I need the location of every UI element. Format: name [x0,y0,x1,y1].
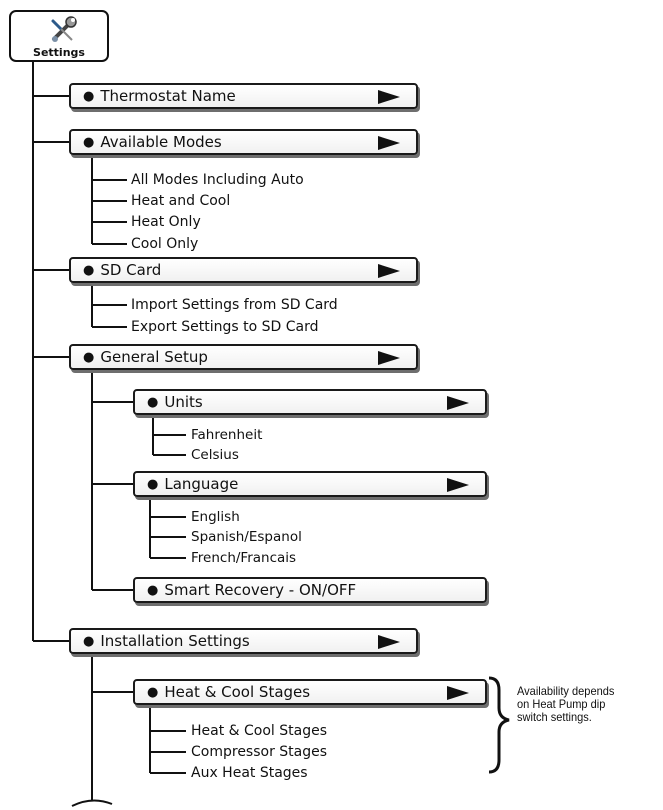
smart-recovery-button[interactable]: ● Smart Recovery - ON/OFF [133,577,487,603]
installation-settings-label: Installation Settings [100,631,250,650]
bullet: ● [147,476,159,492]
general-setup-label: General Setup [100,347,208,366]
bullet: ● [83,134,95,150]
heat-cool-stages-button[interactable]: ● Heat & Cool Stages [133,679,487,705]
bullet: ● [147,684,159,700]
wrench-screwdriver-icon [51,16,77,42]
stages-option-aux-heat[interactable]: Aux Heat Stages [191,765,308,781]
language-option-english[interactable]: English [191,509,240,525]
note-line-2: on Heat Pump dip [517,697,606,711]
language-label: Language [164,474,239,493]
bullet: ● [147,394,159,410]
note-line-1: Availability depends [517,684,615,698]
sd-card-label: SD Card [100,260,162,279]
play-arrow-icon [378,136,400,150]
note-line-3: switch settings. [517,710,592,724]
settings-root-box[interactable]: Settings [9,10,109,62]
play-arrow-icon [447,478,469,492]
mode-option-heat-cool[interactable]: Heat and Cool [131,193,231,209]
available-modes-button[interactable]: ● Available Modes [69,129,418,155]
availability-note: Availability depends on Heat Pump dip sw… [517,685,614,724]
mode-option-heat[interactable]: Heat Only [131,214,201,230]
play-arrow-icon [378,351,400,365]
brace [488,676,510,774]
units-option-fahrenheit[interactable]: Fahrenheit [191,427,263,443]
play-arrow-icon [378,635,400,649]
mode-option-cool[interactable]: Cool Only [131,236,199,252]
smart-recovery-label: Smart Recovery - ON/OFF [164,580,357,599]
play-arrow-icon [378,90,400,104]
settings-label: Settings [33,46,85,59]
sd-card-button[interactable]: ● SD Card [69,257,418,283]
bullet: ● [83,349,95,365]
sd-import-option[interactable]: Import Settings from SD Card [131,297,338,313]
thermostat-name-label: Thermostat Name [100,86,236,105]
play-arrow-icon [378,264,400,278]
play-arrow-icon [447,686,469,700]
bullet: ● [83,262,95,278]
language-button[interactable]: ● Language [133,471,487,497]
bullet: ● [83,633,95,649]
general-setup-button[interactable]: ● General Setup [69,344,418,370]
units-button[interactable]: ● Units [133,389,487,415]
bullet: ● [147,582,159,598]
stages-option-compressor[interactable]: Compressor Stages [191,744,328,760]
thermostat-name-button[interactable]: ● Thermostat Name [69,83,418,109]
units-option-celsius[interactable]: Celsius [191,447,239,463]
sd-export-option[interactable]: Export Settings to SD Card [131,319,319,335]
bullet: ● [83,88,95,104]
installation-settings-button[interactable]: ● Installation Settings [69,628,418,654]
language-option-french[interactable]: French/Francais [191,550,297,566]
heat-cool-stages-label: Heat & Cool Stages [164,682,311,701]
stages-option-heat-cool[interactable]: Heat & Cool Stages [191,723,328,739]
available-modes-label: Available Modes [100,132,222,151]
play-arrow-icon [447,396,469,410]
language-option-spanish[interactable]: Spanish/Espanol [191,529,302,545]
units-label: Units [164,392,203,411]
mode-option-all[interactable]: All Modes Including Auto [131,172,304,188]
